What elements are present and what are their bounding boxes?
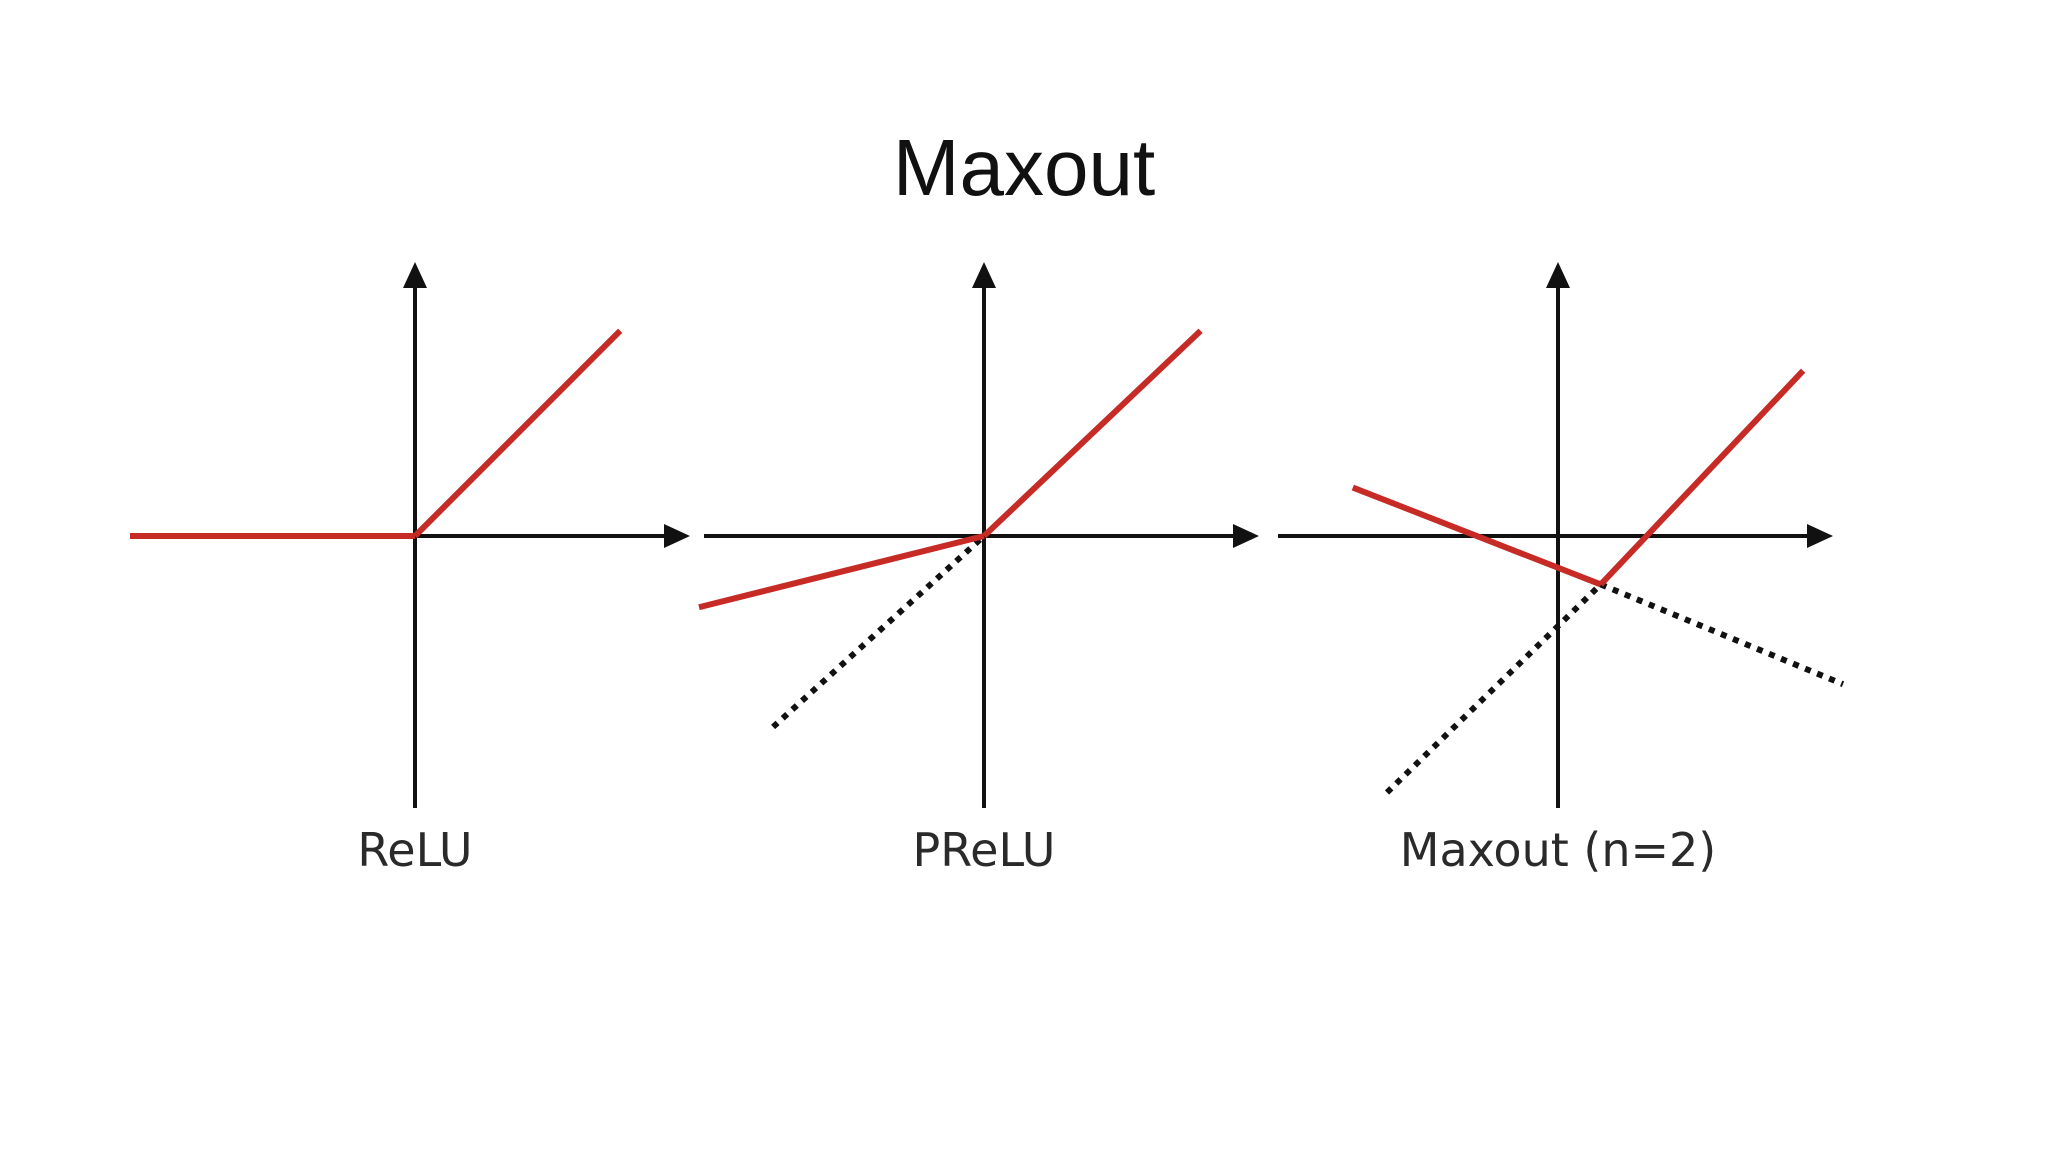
- prelu-caption: PReLU: [912, 823, 1056, 877]
- maxout-panel: Maxout (n=2): [1258, 250, 1858, 900]
- prelu-dotted-line-0: [771, 533, 987, 730]
- prelu-activation-segment-0: [698, 533, 985, 611]
- prelu-activation-segment-1: [981, 328, 1203, 539]
- maxout-y-axis-arrowhead: [1546, 262, 1570, 288]
- maxout-caption: Maxout (n=2): [1399, 823, 1717, 877]
- relu-x-axis-arrowhead: [664, 524, 690, 548]
- page-title: Maxout: [892, 123, 1156, 212]
- maxout-activation-segment-0: [1351, 484, 1602, 588]
- prelu-plot: [698, 262, 1259, 808]
- prelu-panel: PReLU: [684, 250, 1284, 900]
- maxout-activation-segment-1: [1598, 368, 1806, 587]
- relu-plot: [130, 262, 690, 808]
- relu-activation-segment-1: [412, 328, 623, 539]
- prelu-y-axis-arrowhead: [972, 262, 996, 288]
- relu-panel: ReLU: [115, 250, 715, 900]
- maxout-dotted-line-1: [1599, 581, 1845, 687]
- maxout-dotted-line-0: [1384, 582, 1603, 795]
- prelu-x-axis-arrowhead: [1233, 524, 1259, 548]
- relu-caption: ReLU: [357, 823, 473, 877]
- relu-y-axis-arrowhead: [403, 262, 427, 288]
- maxout-x-axis-arrowhead: [1807, 524, 1833, 548]
- maxout-plot: [1278, 262, 1845, 808]
